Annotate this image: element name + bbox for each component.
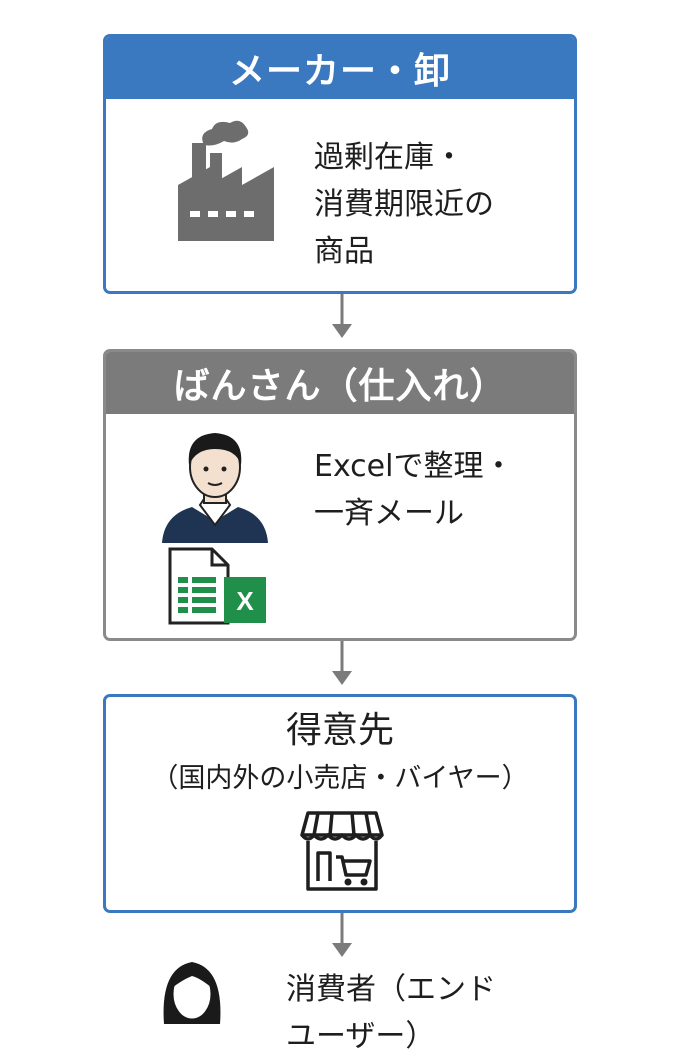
store-icon: [300, 811, 384, 891]
node-customer-subtitle: （国内外の小売店・バイヤー）: [151, 763, 529, 794]
consumer-line-2: ユーザー）: [286, 1019, 436, 1054]
node-maker-title: メーカー・卸: [106, 37, 574, 99]
node-customer: 得意先 （国内外の小売店・バイヤー）: [103, 694, 577, 913]
maker-line-2: 消費期限近の: [314, 187, 494, 222]
factory-icon: [178, 120, 274, 241]
arrow-down-3: [332, 913, 352, 957]
arrow-down-1: [332, 294, 352, 338]
person-icon: [162, 433, 268, 543]
arrow-down-2: [332, 641, 352, 685]
node-consumer-description: 消費者（エンド ユーザー）: [286, 966, 496, 1060]
maker-line-3: 商品: [314, 234, 374, 269]
node-maker: メーカー・卸 過剰在庫・ 消費期限近の 商品: [103, 34, 577, 294]
node-maker-description: 過剰在庫・ 消費期限近の 商品: [314, 134, 494, 275]
bansan-line-2: 一斉メール: [314, 496, 464, 531]
consumer-person-icon: [163, 962, 221, 1024]
maker-line-1: 過剰在庫・: [314, 140, 464, 175]
consumer-line-1: 消費者（エンド: [286, 972, 496, 1007]
excel-icon: X: [168, 547, 266, 625]
node-bansan-description: Excelで整理・ 一斉メール: [314, 443, 513, 537]
bansan-line-1: Excelで整理・: [314, 449, 514, 484]
node-bansan-title: ばんさん（仕入れ）: [106, 352, 574, 414]
excel-letter: X: [236, 586, 254, 616]
node-bansan: ばんさん（仕入れ） X Excelで整理・ 一斉メール: [103, 349, 577, 641]
node-customer-title: 得意先: [285, 710, 394, 751]
